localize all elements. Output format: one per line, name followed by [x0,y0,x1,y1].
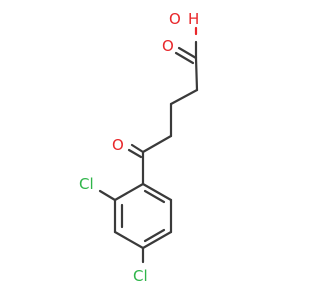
atom-carboxyl-o: O [162,37,174,55]
bond-c2-c3 [169,88,199,106]
ring-bond-6 [141,182,173,202]
bond-c1-o-double-a [177,46,198,60]
bond-c1-o-double-b [174,51,195,65]
ring-bond-3 [113,230,145,250]
structure-svg: O H O O Cl Cl [79,10,199,285]
atom-chlorine-para: Cl [133,267,148,285]
atom-ketone-o: O [112,136,124,154]
ring-inner-double-2 [143,228,166,243]
ring-bond-4 [141,230,173,250]
bond-c4-c5 [141,134,173,154]
bond-c1-c2 [194,56,199,92]
bond-c5-o-double-b [127,148,143,159]
bond-c5-o-double-a [130,143,145,154]
ring-inner-double-1 [143,189,166,204]
molecule-diagram: O H O O Cl Cl [79,10,199,285]
atom-hydroxyl-h: H [188,10,199,28]
atom-hydroxyl-o: O [169,10,181,28]
ring-bond-1 [113,182,145,202]
atom-chlorine-ortho: Cl [79,175,94,193]
bond-ring-cl-ortho [98,189,117,202]
